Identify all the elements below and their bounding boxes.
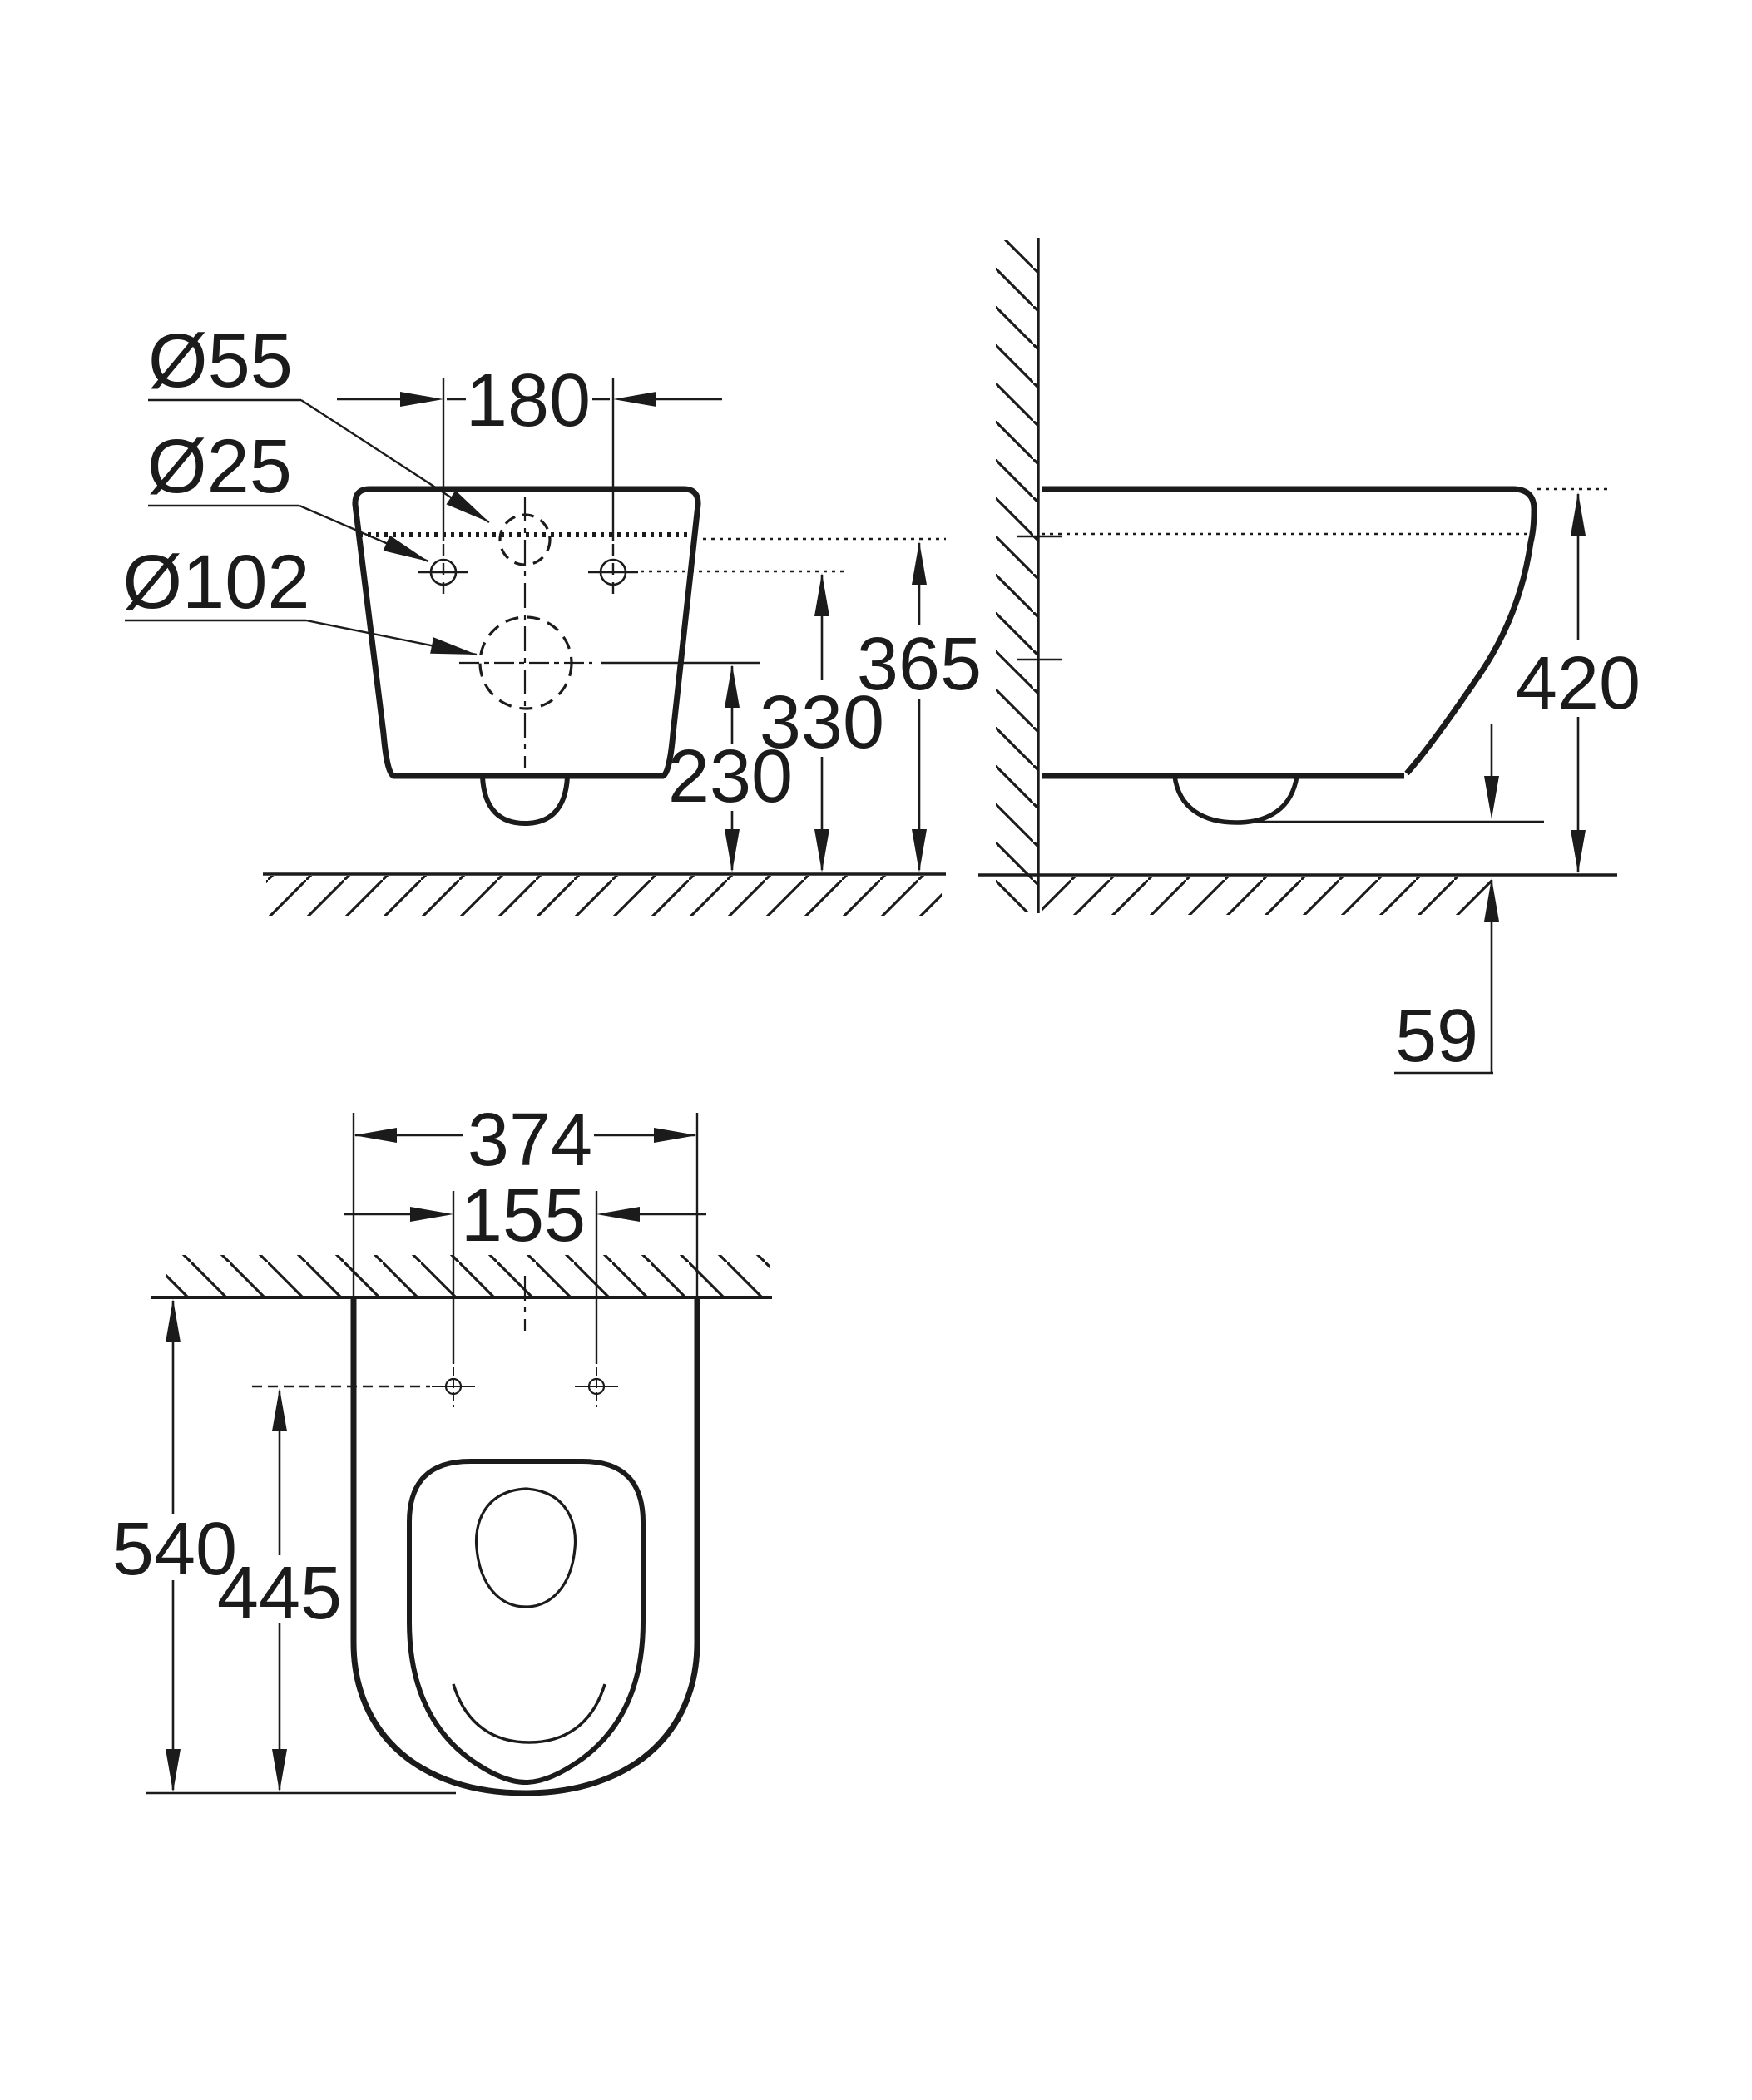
dim-365-label: 365 bbox=[857, 623, 982, 706]
plan-bowl-front-arc bbox=[452, 1683, 606, 1744]
dim-374-arrow-left bbox=[354, 1128, 397, 1143]
side-view: 420 59 bbox=[978, 238, 1641, 1078]
label-dia25-arrow bbox=[383, 535, 428, 561]
dim-420-label: 420 bbox=[1516, 642, 1641, 725]
dim-230: 230 bbox=[668, 665, 793, 872]
dim-445-arrow-up bbox=[272, 1388, 287, 1431]
dim-330: 330 bbox=[760, 573, 884, 872]
dim-330-arrow-down bbox=[814, 829, 829, 872]
dim-374-label: 374 bbox=[468, 1099, 592, 1182]
front-floor-hatch bbox=[266, 876, 942, 916]
label-dia102: Ø102 bbox=[122, 540, 478, 656]
dim-180-label: 180 bbox=[466, 359, 591, 442]
dim-374-arrow-right bbox=[654, 1128, 697, 1143]
plan-bowl-rim bbox=[407, 1459, 646, 1786]
dim-365-arrow-down bbox=[912, 829, 927, 872]
dim-445-arrow-down bbox=[272, 1749, 287, 1792]
dim-230-arrow-down bbox=[725, 829, 740, 872]
front-view: 180 Ø55 Ø25 Ø102 365 bbox=[122, 319, 982, 916]
dim-445: 445 bbox=[217, 1388, 342, 1792]
dim-374: 374 bbox=[352, 1099, 699, 1356]
plan-water-outline bbox=[474, 1487, 577, 1608]
label-dia25: Ø25 bbox=[147, 424, 429, 563]
front-body-outline bbox=[352, 486, 701, 779]
dim-330-arrow-up bbox=[814, 573, 829, 616]
label-dia25-text: Ø25 bbox=[147, 424, 292, 509]
dim-180-arrow-left bbox=[400, 392, 443, 407]
dim-540-arrow-down bbox=[166, 1749, 181, 1792]
label-dia55-text: Ø55 bbox=[148, 319, 293, 403]
dim-180: 180 bbox=[337, 359, 722, 541]
label-dia102-text: Ø102 bbox=[122, 540, 309, 625]
dim-420-arrow-down bbox=[1571, 830, 1586, 873]
label-dia55-arrow bbox=[446, 490, 489, 522]
side-wall-hatch bbox=[996, 240, 1038, 912]
side-body-outline bbox=[1042, 486, 1537, 776]
plan-wall-hatch bbox=[166, 1255, 770, 1296]
dim-230-arrow-up bbox=[725, 665, 740, 708]
dim-420-arrow-up bbox=[1571, 492, 1586, 536]
plan-view: 374 155 540 445 bbox=[112, 1099, 772, 1796]
dim-365: 365 bbox=[857, 541, 982, 872]
dim-540: 540 bbox=[112, 1299, 237, 1792]
dim-540-arrow-up bbox=[166, 1299, 181, 1342]
dim-59-arrow-up bbox=[1484, 878, 1499, 922]
side-floor-hatch bbox=[1042, 877, 1491, 915]
dim-155-arrow-right bbox=[596, 1207, 640, 1222]
plan-body-outline bbox=[350, 1297, 700, 1796]
dim-540-label: 540 bbox=[112, 1508, 237, 1591]
dim-330-label: 330 bbox=[760, 681, 884, 764]
dim-155: 155 bbox=[344, 1174, 706, 1364]
dim-59-arrow-down bbox=[1484, 776, 1499, 819]
dim-365-arrow-up bbox=[912, 541, 927, 585]
dim-180-arrow-right bbox=[613, 392, 656, 407]
dim-230-label: 230 bbox=[668, 735, 793, 818]
label-dia102-arrow bbox=[430, 637, 477, 655]
side-outlet-dome bbox=[1172, 775, 1299, 825]
front-outlet-dome bbox=[480, 776, 570, 827]
dim-155-arrow-left bbox=[410, 1207, 453, 1222]
dim-420: 420 bbox=[1516, 487, 1641, 873]
dim-445-label: 445 bbox=[217, 1552, 342, 1635]
label-dia55: Ø55 bbox=[148, 319, 490, 524]
dim-59-label: 59 bbox=[1395, 995, 1478, 1078]
dim-155-label: 155 bbox=[461, 1174, 586, 1258]
dim-59: 59 bbox=[1394, 724, 1499, 1078]
